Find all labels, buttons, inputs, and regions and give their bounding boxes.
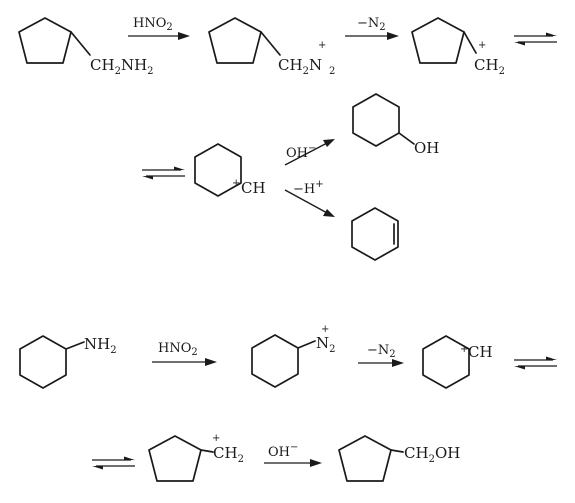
arrow-oh-minus-1: OH−	[284, 139, 335, 166]
ch2-plus-label: CH2	[213, 444, 244, 465]
equilibrium-arrows-1	[514, 32, 557, 46]
cyclopentylmethylamine: CH2NH2	[18, 17, 154, 77]
arrow-label-hno2: HNO2	[133, 16, 173, 33]
oh-label: OH	[414, 139, 439, 157]
cyclohexane-ring	[194, 143, 242, 197]
cyclopentylmethyl-cation: + CH2	[411, 17, 505, 77]
cation-charge: +	[212, 433, 220, 444]
arrow-label-oh-minus: OH−	[268, 442, 298, 460]
arrow-hno2-2: HNO2	[152, 341, 217, 366]
cyclopentylmethyl-cation-2: + CH2	[148, 433, 244, 482]
cyclohexane-ring	[422, 335, 470, 389]
arrow-label-oh-minus: OH−	[286, 143, 316, 161]
nh2-label: NH2	[84, 335, 117, 356]
cyclohexanol: OH	[352, 93, 439, 157]
cyclopentane-ring	[208, 17, 262, 64]
cyclopentane-ring	[148, 435, 202, 482]
cyclohexyl-cation-2: + CH	[422, 335, 493, 389]
cyclohexyl-diazonium: + N2	[251, 324, 336, 388]
cyclohexyl-cation: + CH	[194, 143, 266, 197]
diazonium-n-count: 2	[329, 66, 335, 77]
arrow-label-hno2: HNO2	[158, 341, 198, 358]
ch-plus-label: CH	[241, 179, 266, 197]
cyclohexane-ring	[251, 334, 299, 388]
ch2nh2-label: CH2NH2	[90, 56, 154, 77]
equilibrium-arrows-2	[142, 166, 185, 180]
cyclohexene	[351, 207, 399, 261]
cyclopentane-ring	[18, 17, 72, 64]
cation-charge: +	[232, 178, 240, 189]
arrow-label-minus-n2: −N2	[367, 343, 396, 360]
ch-plus-label: CH	[468, 343, 493, 361]
ring-to-ch2-bond	[463, 31, 477, 54]
diazonium-charge: +	[321, 324, 329, 335]
c-o-bond	[398, 132, 415, 145]
cation-charge: +	[478, 40, 486, 51]
cyclohexylamine: NH2	[19, 335, 117, 389]
c-n-bond	[297, 340, 316, 349]
cyclopentane-ring	[338, 435, 392, 482]
n2-plus-label: N2	[316, 334, 336, 355]
ring-to-ch2-bond	[70, 31, 91, 56]
arrow-hno2-1: HNO2	[128, 16, 190, 40]
cation-charge: +	[460, 344, 468, 355]
arrow-oh-minus-2: OH−	[264, 442, 322, 467]
ring-to-ch2-bond	[390, 449, 404, 453]
c-n-bond	[65, 341, 85, 350]
ch2n2-plus-label: CH2N	[278, 56, 322, 77]
equilibrium-arrows-3	[514, 356, 557, 370]
arrow-minus-n2-2: −N2	[358, 343, 404, 367]
cyclopentylmethyl-diazonium: CH2N + 2	[208, 17, 335, 77]
ch2oh-label: CH2OH	[404, 444, 460, 465]
arrow-minus-h-plus: −H+	[284, 179, 335, 217]
equilibrium-arrows-4	[92, 456, 135, 470]
cyclopentane-ring	[411, 17, 465, 64]
arrow-minus-n2-1: −N2	[345, 16, 399, 40]
ring-to-ch2-bond	[260, 31, 281, 56]
diazonium-charge: +	[318, 40, 326, 51]
cyclohexane-ring	[352, 93, 400, 147]
arrow-label-minus-h-plus: −H+	[293, 179, 324, 197]
cyclohexane-ring	[19, 335, 67, 389]
ring-to-ch2-bond	[200, 449, 214, 453]
cyclohexene-ring	[351, 207, 399, 261]
arrow-label-minus-n2: −N2	[357, 16, 386, 33]
cyclopentylmethanol: CH2OH	[338, 435, 460, 482]
ch2-plus-label: CH2	[474, 56, 505, 77]
